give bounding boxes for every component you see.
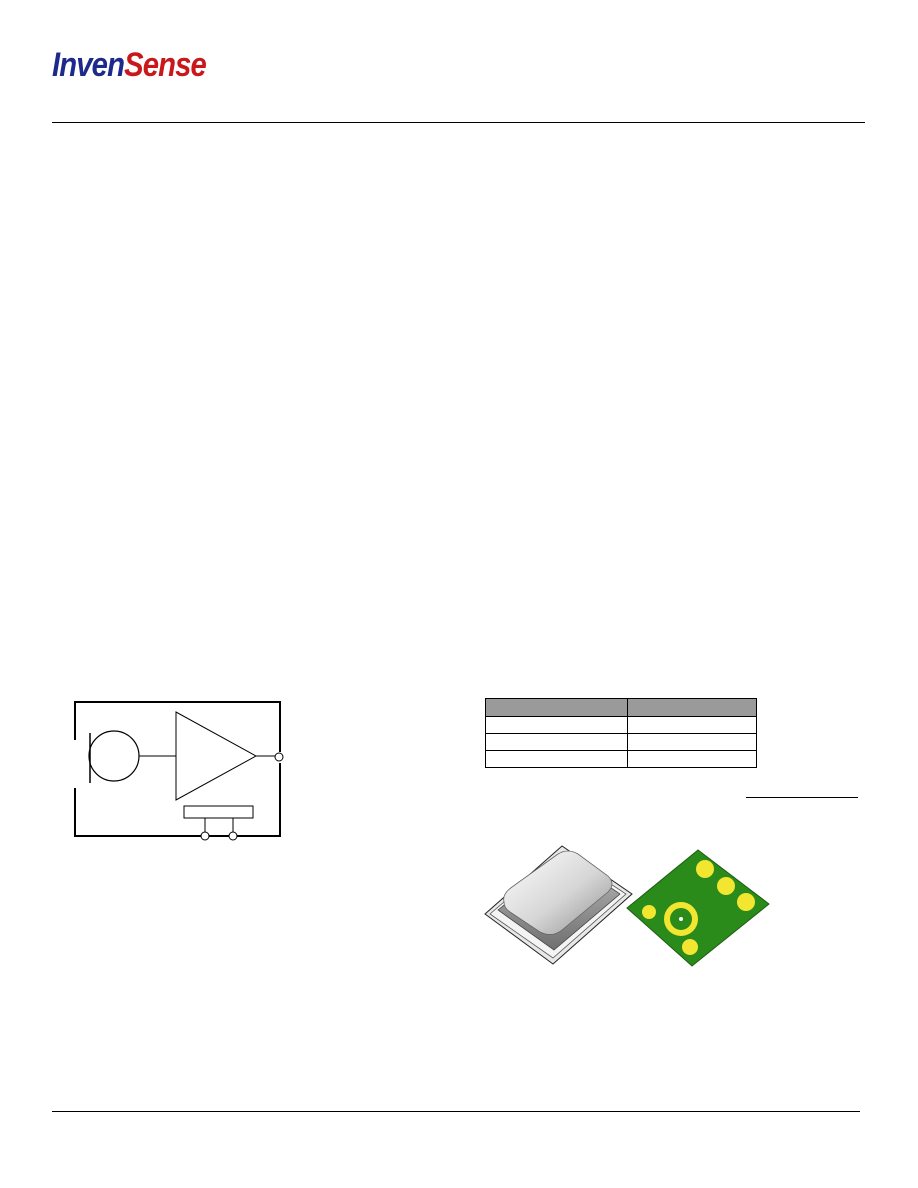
microphone-package-image bbox=[484, 845, 770, 967]
invensense-logo: InvenSense bbox=[52, 46, 207, 84]
power-block bbox=[183, 805, 254, 819]
solder-pad-icon bbox=[737, 893, 755, 911]
sound-port-ring-icon bbox=[664, 902, 698, 936]
footer-rule bbox=[52, 1111, 860, 1112]
functional-block-diagram bbox=[74, 701, 284, 841]
package-bottom-view-icon bbox=[626, 849, 770, 967]
table-row bbox=[485, 750, 757, 768]
header-rule bbox=[52, 122, 865, 123]
diagram-box-outline-lower bbox=[74, 763, 281, 837]
table-cell bbox=[485, 733, 628, 751]
solder-pad-icon bbox=[696, 860, 714, 878]
package-top-view-icon bbox=[484, 845, 633, 965]
table-header-cell bbox=[627, 698, 757, 717]
logo-text-sense: Sense bbox=[124, 46, 207, 84]
table-cell bbox=[485, 716, 628, 734]
sound-port-icon bbox=[679, 917, 683, 921]
solder-pad-icon bbox=[682, 939, 698, 955]
spec-table bbox=[485, 698, 757, 768]
table-cell bbox=[627, 750, 757, 768]
vdd-pin-icon bbox=[200, 831, 210, 841]
table-header-cell bbox=[485, 698, 628, 717]
solder-pad-icon bbox=[717, 877, 735, 895]
diagram-box-outline bbox=[74, 701, 281, 752]
table-cell bbox=[627, 733, 757, 751]
solder-pad-icon bbox=[642, 905, 656, 919]
ordering-link-underline[interactable] bbox=[746, 797, 858, 798]
table-row bbox=[485, 716, 757, 734]
table-cell bbox=[627, 716, 757, 734]
gnd-pin-icon bbox=[228, 831, 238, 841]
table-row bbox=[485, 733, 757, 751]
table-cell bbox=[485, 750, 628, 768]
logo-text-inven: Inven bbox=[52, 46, 125, 84]
mems-sensor-icon bbox=[88, 730, 140, 782]
table-header-row bbox=[485, 698, 757, 717]
output-pin-icon bbox=[274, 752, 284, 762]
amplifier-icon bbox=[175, 711, 258, 801]
